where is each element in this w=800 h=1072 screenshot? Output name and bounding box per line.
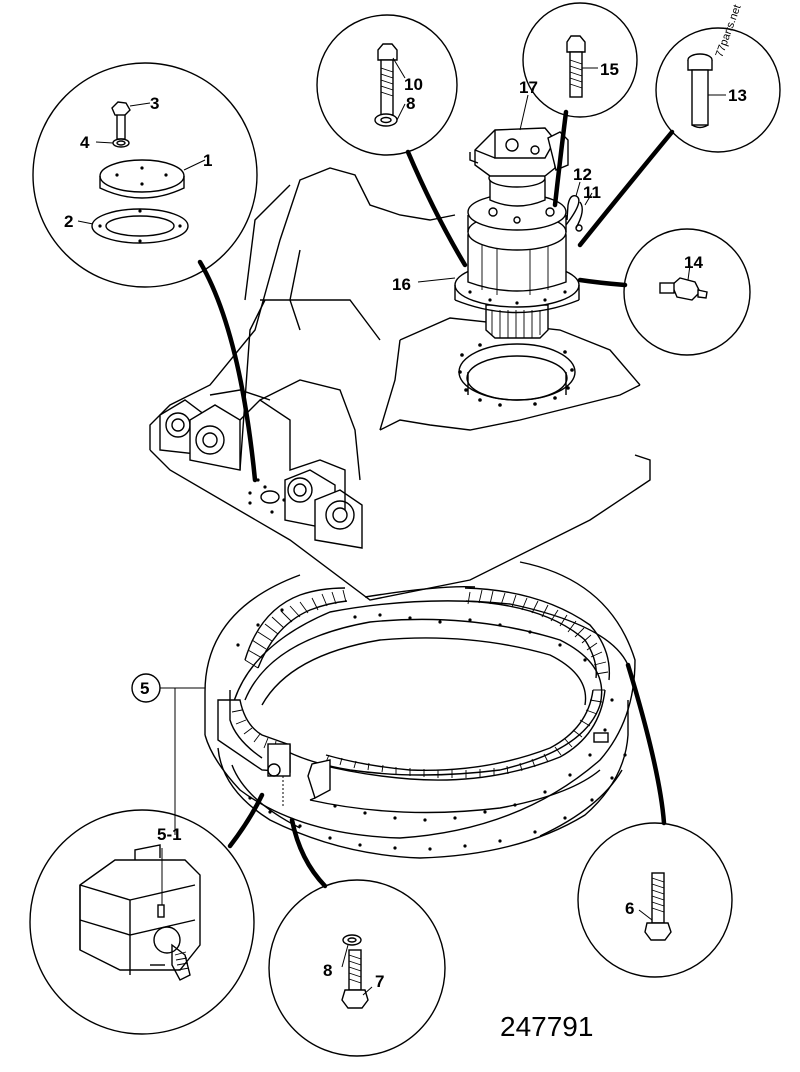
detail-ring-bolt-7 — [268, 817, 446, 1057]
detail-ring-bolt-6 — [577, 662, 733, 978]
slew-gearbox-assembly — [454, 127, 583, 339]
callout-12: 12 — [573, 165, 592, 184]
callout-5-marker — [131, 673, 205, 835]
callout-11: 11 — [583, 183, 601, 202]
figure-number: 247791 — [500, 1011, 593, 1042]
callout-16: 16 — [392, 275, 411, 294]
detail-bolt-15 — [522, 2, 638, 208]
callout-3: 3 — [150, 94, 159, 113]
callout-8-top: 8 — [406, 94, 415, 113]
detail-pin-13 — [577, 27, 781, 248]
callout-17: 17 — [519, 78, 538, 97]
callout-5: 5 — [140, 679, 149, 698]
callout-10: 10 — [404, 75, 423, 94]
motor-mounting-bore — [458, 343, 576, 407]
callout-1: 1 — [203, 151, 212, 170]
detail-grease-nipple-14 — [577, 228, 751, 356]
detail-cover-plate — [32, 62, 258, 483]
callout-5-1: 5-1 — [157, 825, 182, 844]
callout-7: 7 — [375, 972, 384, 991]
callout-8-bottom: 8 — [323, 961, 332, 980]
callout-14: 14 — [684, 253, 703, 272]
detail-ring-lock-5-1 — [29, 792, 265, 1035]
slewing-ring — [204, 561, 636, 859]
callout-15: 15 — [600, 60, 619, 79]
upper-structure — [149, 167, 651, 601]
callout-2: 2 — [64, 212, 73, 231]
callout-13: 13 — [728, 86, 747, 105]
detail-motor-bolt — [316, 14, 468, 268]
callout-6: 6 — [625, 899, 634, 918]
callout-4: 4 — [80, 133, 90, 152]
